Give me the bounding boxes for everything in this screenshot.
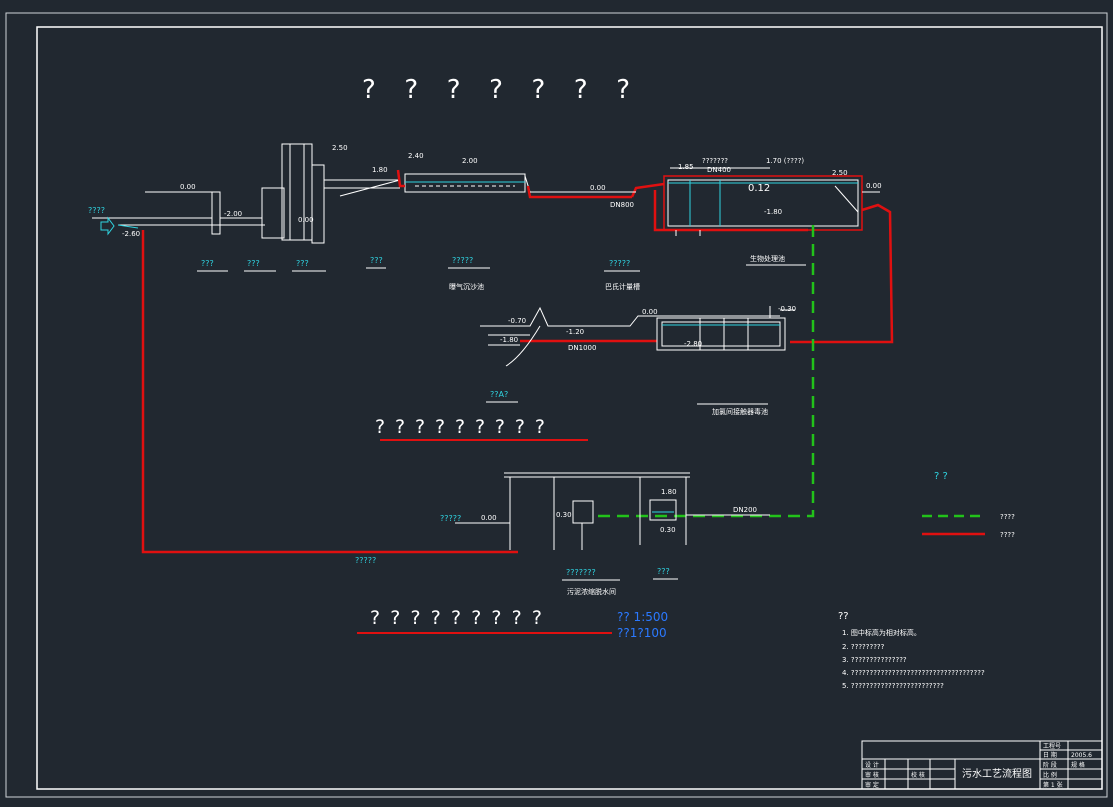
sludge-house-name: 污泥浓缩脱水间 <box>567 587 616 596</box>
bio-dim-label: 1.70 (????) <box>766 157 804 165</box>
contact-tank-name: 加氯间接触器毒池 <box>712 407 768 416</box>
outflow-label: ????? <box>440 514 461 523</box>
legend-solid-label: ???? <box>1000 531 1015 539</box>
elev-c2: -1.20 <box>566 328 584 336</box>
notes-heading: ?? <box>838 611 849 622</box>
title-block <box>861 740 1103 790</box>
elev-grit2: 2.00 <box>462 157 478 165</box>
contact-tank-profile <box>480 306 795 367</box>
elev-bio3: -1.80 <box>764 208 782 216</box>
inflow-arrow-icon <box>100 216 115 236</box>
unit-label-5: ????? <box>452 256 473 265</box>
tb-proof: 校 核 <box>911 771 925 779</box>
unit-label-9: ??? <box>657 567 670 576</box>
unit-label-7: ??A? <box>490 390 508 399</box>
tb-spec: 规 格 <box>1071 761 1085 769</box>
elev-flume: 0.00 <box>590 184 606 192</box>
tb-scale: 比 例 <box>1043 771 1057 779</box>
sludge-out-label: ????? <box>355 556 376 565</box>
tb-approve: 审 定 <box>865 781 879 789</box>
elev-s1: 0.00 <box>481 514 497 522</box>
elev-c6: -0.30 <box>778 305 796 313</box>
tb-design: 设 计 <box>865 761 879 769</box>
pipe-dn1000-label: DN1000 <box>568 344 596 352</box>
tb-check: 审 核 <box>865 771 879 779</box>
inflow-label: ???? <box>88 206 105 215</box>
unit-label-1: ??? <box>201 259 214 268</box>
unit-label-8: ??????? <box>566 568 596 577</box>
pipe-dn400-label: DN400 <box>707 166 731 174</box>
elev-c3: -1.80 <box>500 336 518 344</box>
unit-label-4: ??? <box>370 256 383 265</box>
elev-bio4: 2.50 <box>832 169 848 177</box>
elev-s2: 0.30 <box>556 511 572 519</box>
tb-phase: 阶 段 <box>1043 761 1057 769</box>
elev-c1: -0.70 <box>508 317 526 325</box>
legend-dashed-label: ???? <box>1000 513 1015 521</box>
parshall-flume-name: 巴氏计量槽 <box>605 282 640 291</box>
sludge-return-line <box>594 225 815 518</box>
elev-s4: 0.30 <box>660 526 676 534</box>
note-item-4: 4. ???????????????????????????????????? <box>842 669 985 677</box>
elev-bio1: 1.85 <box>678 163 694 171</box>
elev-pump: 2.50 <box>332 144 348 152</box>
horizontal-scale-label: ?? 1:500 <box>617 610 668 624</box>
influent-section <box>92 143 401 244</box>
tb-project-no: 工程号 <box>1043 742 1061 750</box>
elev-in: 0.00 <box>180 183 196 191</box>
drawing-title-block-name: 污水工艺流程图 <box>962 767 1032 780</box>
elev-pump2: 1.80 <box>372 166 388 174</box>
elev-screen2: -2.00 <box>224 210 242 218</box>
aeration-grit-name: 曝气沉沙池 <box>449 282 484 291</box>
sludge-dewatering-house <box>455 472 770 550</box>
elev-c4: 0.00 <box>642 308 658 316</box>
biological-treatment-tank <box>663 167 880 236</box>
bio-top-label: ??????? <box>702 157 728 165</box>
elev-screen: 0.00 <box>298 216 314 224</box>
bio-tank-name: 生物处理池 <box>750 254 785 263</box>
unit-label-3: ??? <box>296 259 309 268</box>
elev-bio5: 0.00 <box>866 182 882 190</box>
aerated-grit-chamber <box>404 173 531 193</box>
unit-label-2: ??? <box>247 259 260 268</box>
elev-grit: 2.40 <box>408 152 424 160</box>
legend-heading: ? ? <box>934 471 948 482</box>
elev-bio2: 0.12 <box>748 183 770 194</box>
tb-date-label: 日 期 <box>1043 751 1057 759</box>
note-item-2: 2. ????????? <box>842 643 885 651</box>
outer-sheet-border <box>5 12 1108 798</box>
tb-date: 2005.6 <box>1071 752 1092 759</box>
sludge-elevation-heading: ? ? ? ? ? ? ? ? ? <box>370 607 542 629</box>
process-elevation-heading: ? ? ? ? ? ? ? ? ? <box>375 416 545 438</box>
pipe-dn200-label: DN200 <box>733 506 757 514</box>
drawing-title-text: ? ? ? ? ? ? ? <box>362 75 630 105</box>
unit-label-6: ????? <box>609 259 630 268</box>
note-item-1: 1. 图中标高为相对标高。 <box>842 628 921 637</box>
vertical-scale-label: ??1?100 <box>617 626 667 640</box>
inner-drawing-frame <box>36 26 1103 790</box>
elev-s3: 1.80 <box>661 488 677 496</box>
inflow-water-line <box>117 224 139 229</box>
pipe-dn800-label: DN800 <box>610 201 634 209</box>
sewage-flow-lines <box>141 169 894 554</box>
elev-in2: -2.60 <box>122 230 140 238</box>
tb-sheet: 第 1 张 <box>1043 781 1063 789</box>
note-item-3: 3. ??????????????? <box>842 656 907 664</box>
elev-c5: -2.80 <box>684 340 702 348</box>
note-item-5: 5. ????????????????????????? <box>842 682 944 690</box>
